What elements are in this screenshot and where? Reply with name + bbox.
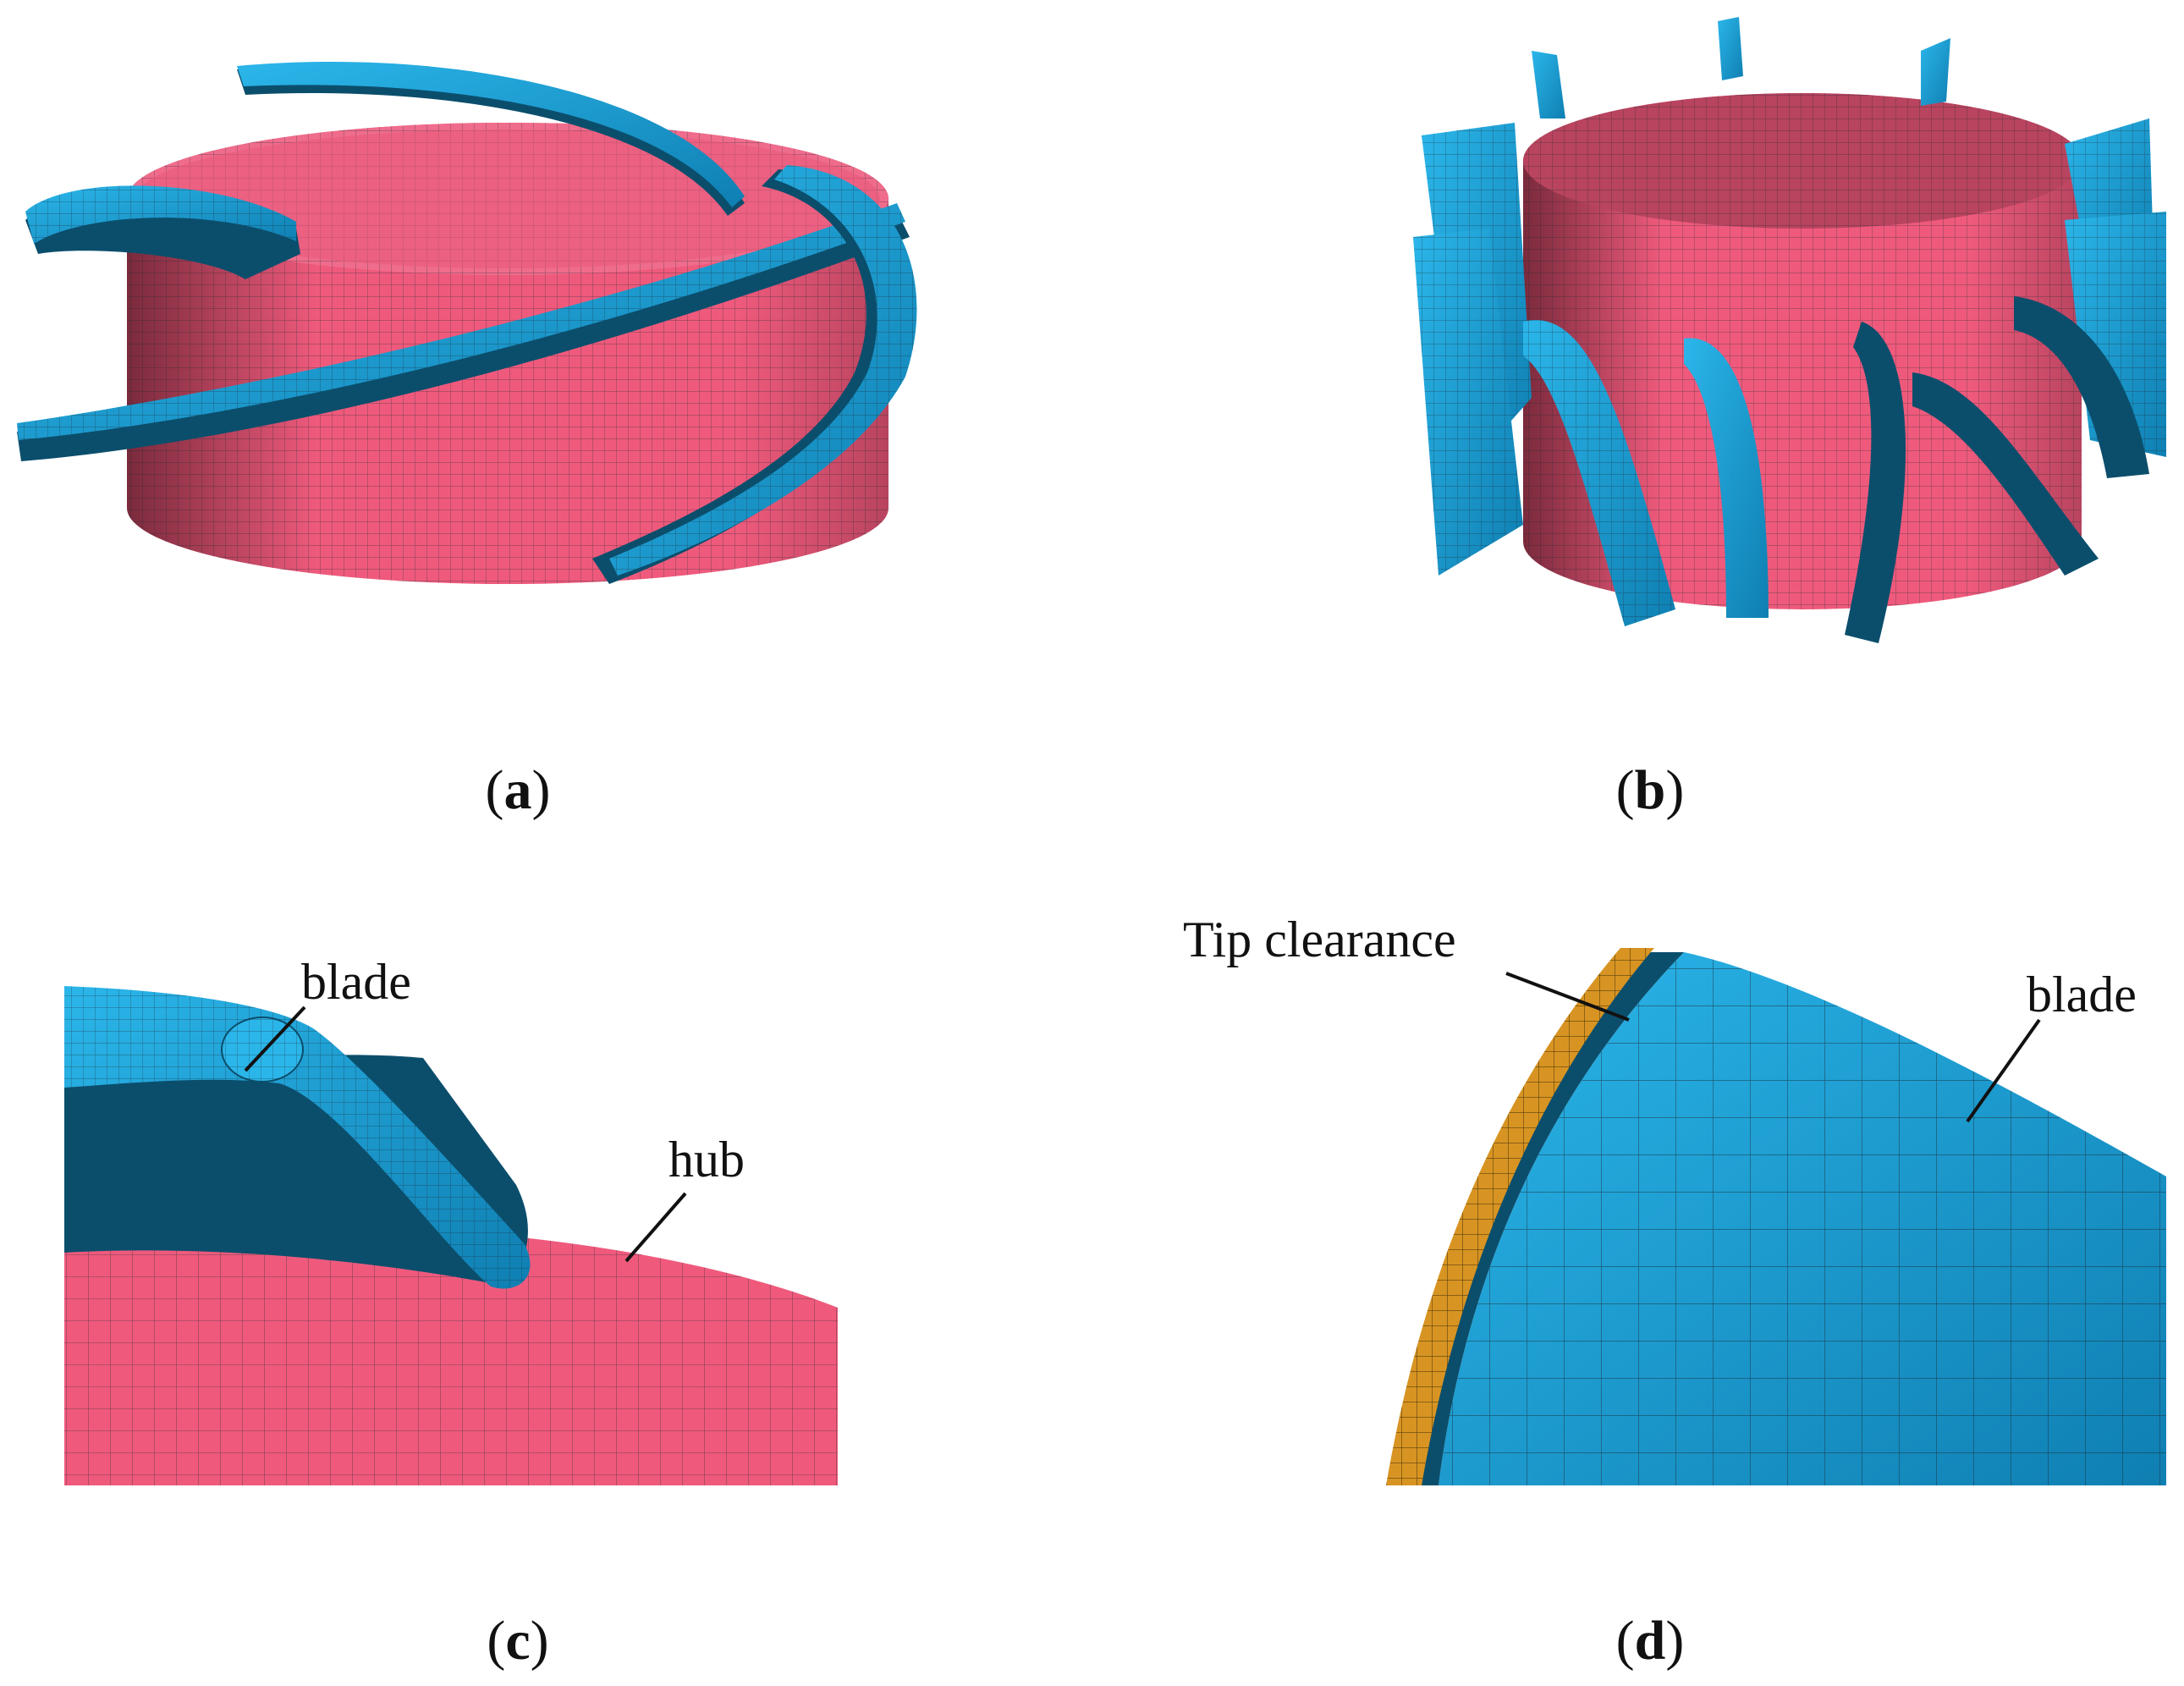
- label-d-tip-clearance: Tip clearance: [1183, 912, 1456, 967]
- hub-ring: [1523, 93, 2082, 609]
- caption-b: (b): [1616, 759, 1685, 821]
- blade-group-a: [17, 61, 917, 584]
- caption-a: (a): [486, 759, 551, 821]
- leader-line-tip-clearance: [1505, 972, 1630, 1022]
- panel-d-render: Tip clearance blade: [1183, 912, 2166, 1485]
- panel-c-render: blade hub: [64, 954, 838, 1485]
- panel-a-render: [17, 61, 917, 584]
- panel-b-render: [1413, 17, 2166, 643]
- caption-d: (d): [1616, 1610, 1685, 1672]
- caption-c: (c): [487, 1610, 548, 1672]
- leader-line-blade-c: [244, 1006, 306, 1072]
- blade-group-b: [1413, 17, 2166, 643]
- label-c-hub: hub: [668, 1132, 745, 1187]
- leader-line-hub-c: [624, 1192, 687, 1263]
- label-d-blade: blade: [2027, 967, 2137, 1022]
- leader-line-blade-d: [1966, 1018, 2041, 1123]
- label-c-blade: blade: [301, 954, 411, 1010]
